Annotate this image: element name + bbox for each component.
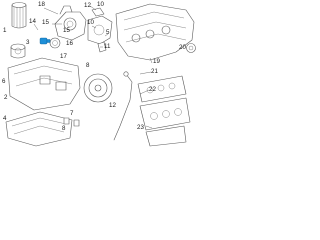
callout-label: 21	[151, 68, 158, 75]
callout-label: 6	[2, 78, 6, 85]
manifold-gaskets	[137, 75, 191, 147]
oil-pan-upper	[7, 57, 81, 111]
front-cover	[87, 7, 113, 45]
callout-label: 20	[179, 44, 186, 51]
callout-label: 15	[42, 19, 49, 26]
callout-label: 12	[109, 102, 116, 109]
highlighted-sensor	[39, 37, 51, 45]
callout-label: 10	[87, 19, 94, 26]
callout-label: 17	[60, 53, 67, 60]
oil-filter-cartridge	[11, 2, 27, 29]
dipstick-tube	[113, 71, 133, 141]
callout-label: 8	[62, 125, 66, 132]
callout-label: 12	[84, 2, 91, 9]
callout-label: 15	[63, 27, 70, 34]
callout-label: 11	[104, 43, 111, 50]
callout-label: 8	[86, 62, 90, 69]
callout-label: 2	[4, 94, 8, 101]
gasket-ring	[49, 37, 61, 49]
throttle-gasket	[186, 43, 196, 53]
callout-label: 3	[26, 39, 30, 46]
leader-lines	[33, 5, 153, 129]
filter-cap	[10, 43, 26, 59]
callout-label: 16	[66, 40, 73, 47]
callout-label: 1	[3, 27, 7, 34]
oil-pan-lower	[5, 111, 73, 147]
callout-label: 14	[29, 18, 36, 25]
callout-label: 5	[106, 29, 110, 36]
callout-label: 19	[153, 58, 160, 65]
crankshaft-pulley	[83, 73, 113, 103]
callout-label: 23	[137, 124, 144, 131]
parts-diagram	[5, 2, 196, 147]
oil-filter-housing	[54, 5, 87, 41]
callout-label: 7	[70, 110, 74, 117]
callout-label: 4	[3, 115, 7, 122]
callout-label: 18	[38, 1, 45, 8]
drain-plug	[63, 117, 80, 127]
callout-label: 10	[97, 1, 104, 8]
intake-manifold	[115, 3, 195, 61]
callout-label: 22	[149, 86, 156, 93]
